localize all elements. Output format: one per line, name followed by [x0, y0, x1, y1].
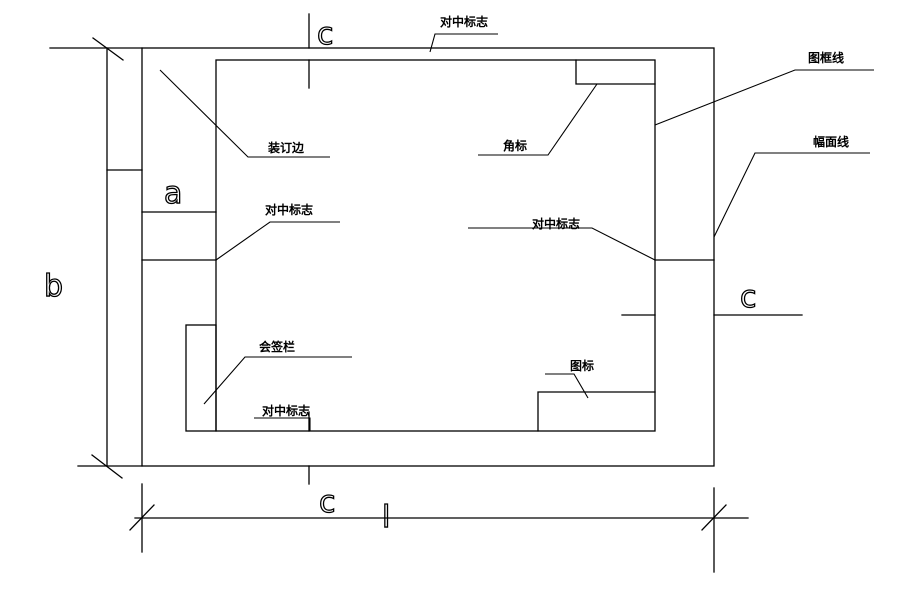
- label-center-mark-left: 对中标志: [265, 202, 313, 217]
- label-title-block: 图标: [570, 358, 594, 373]
- sheet-edge-rect: [141, 47, 715, 467]
- label-frame-line: 图框线: [808, 50, 844, 65]
- dim-label-c-right: c: [740, 280, 757, 315]
- leader-center-top: [429, 33, 498, 53]
- leader-center-right: [468, 227, 656, 261]
- dim-label-b: b: [44, 269, 63, 304]
- leader-center-left: [215, 221, 340, 261]
- dim-l-tick-right: [701, 504, 727, 531]
- leader-frame-line: [654, 69, 874, 126]
- dim-b-tick-top: [92, 37, 124, 61]
- label-countersign-block: 会签栏: [259, 339, 295, 354]
- countersign-block-box: [185, 324, 217, 432]
- dim-label-c-bottom: c: [319, 485, 336, 520]
- drawing-frame-rect: [215, 59, 656, 432]
- label-sheet-edge-line: 幅面线: [813, 134, 849, 149]
- label-center-mark-top: 对中标志: [440, 14, 488, 29]
- label-center-mark-bottom: 对中标志: [262, 403, 310, 418]
- dim-b-tick-bottom: [91, 454, 123, 479]
- leader-corner-mark: [478, 83, 598, 156]
- dim-l-tick-left: [129, 504, 155, 531]
- label-corner-mark: 角标: [503, 138, 527, 153]
- label-center-mark-right: 对中标志: [532, 216, 580, 231]
- leader-countersign: [203, 356, 352, 405]
- leader-center-bottom: [254, 417, 311, 431]
- leader-binding-margin: [159, 69, 330, 158]
- label-binding-margin: 装订边: [267, 140, 305, 155]
- dim-label-a: a: [164, 176, 182, 211]
- leader-sheet-edge: [713, 152, 870, 238]
- corner-mark-box: [575, 59, 656, 85]
- dim-label-l: l: [382, 500, 390, 535]
- title-block-box: [537, 391, 656, 432]
- leader-title-block: [545, 373, 589, 399]
- dim-label-c-top: c: [317, 17, 334, 52]
